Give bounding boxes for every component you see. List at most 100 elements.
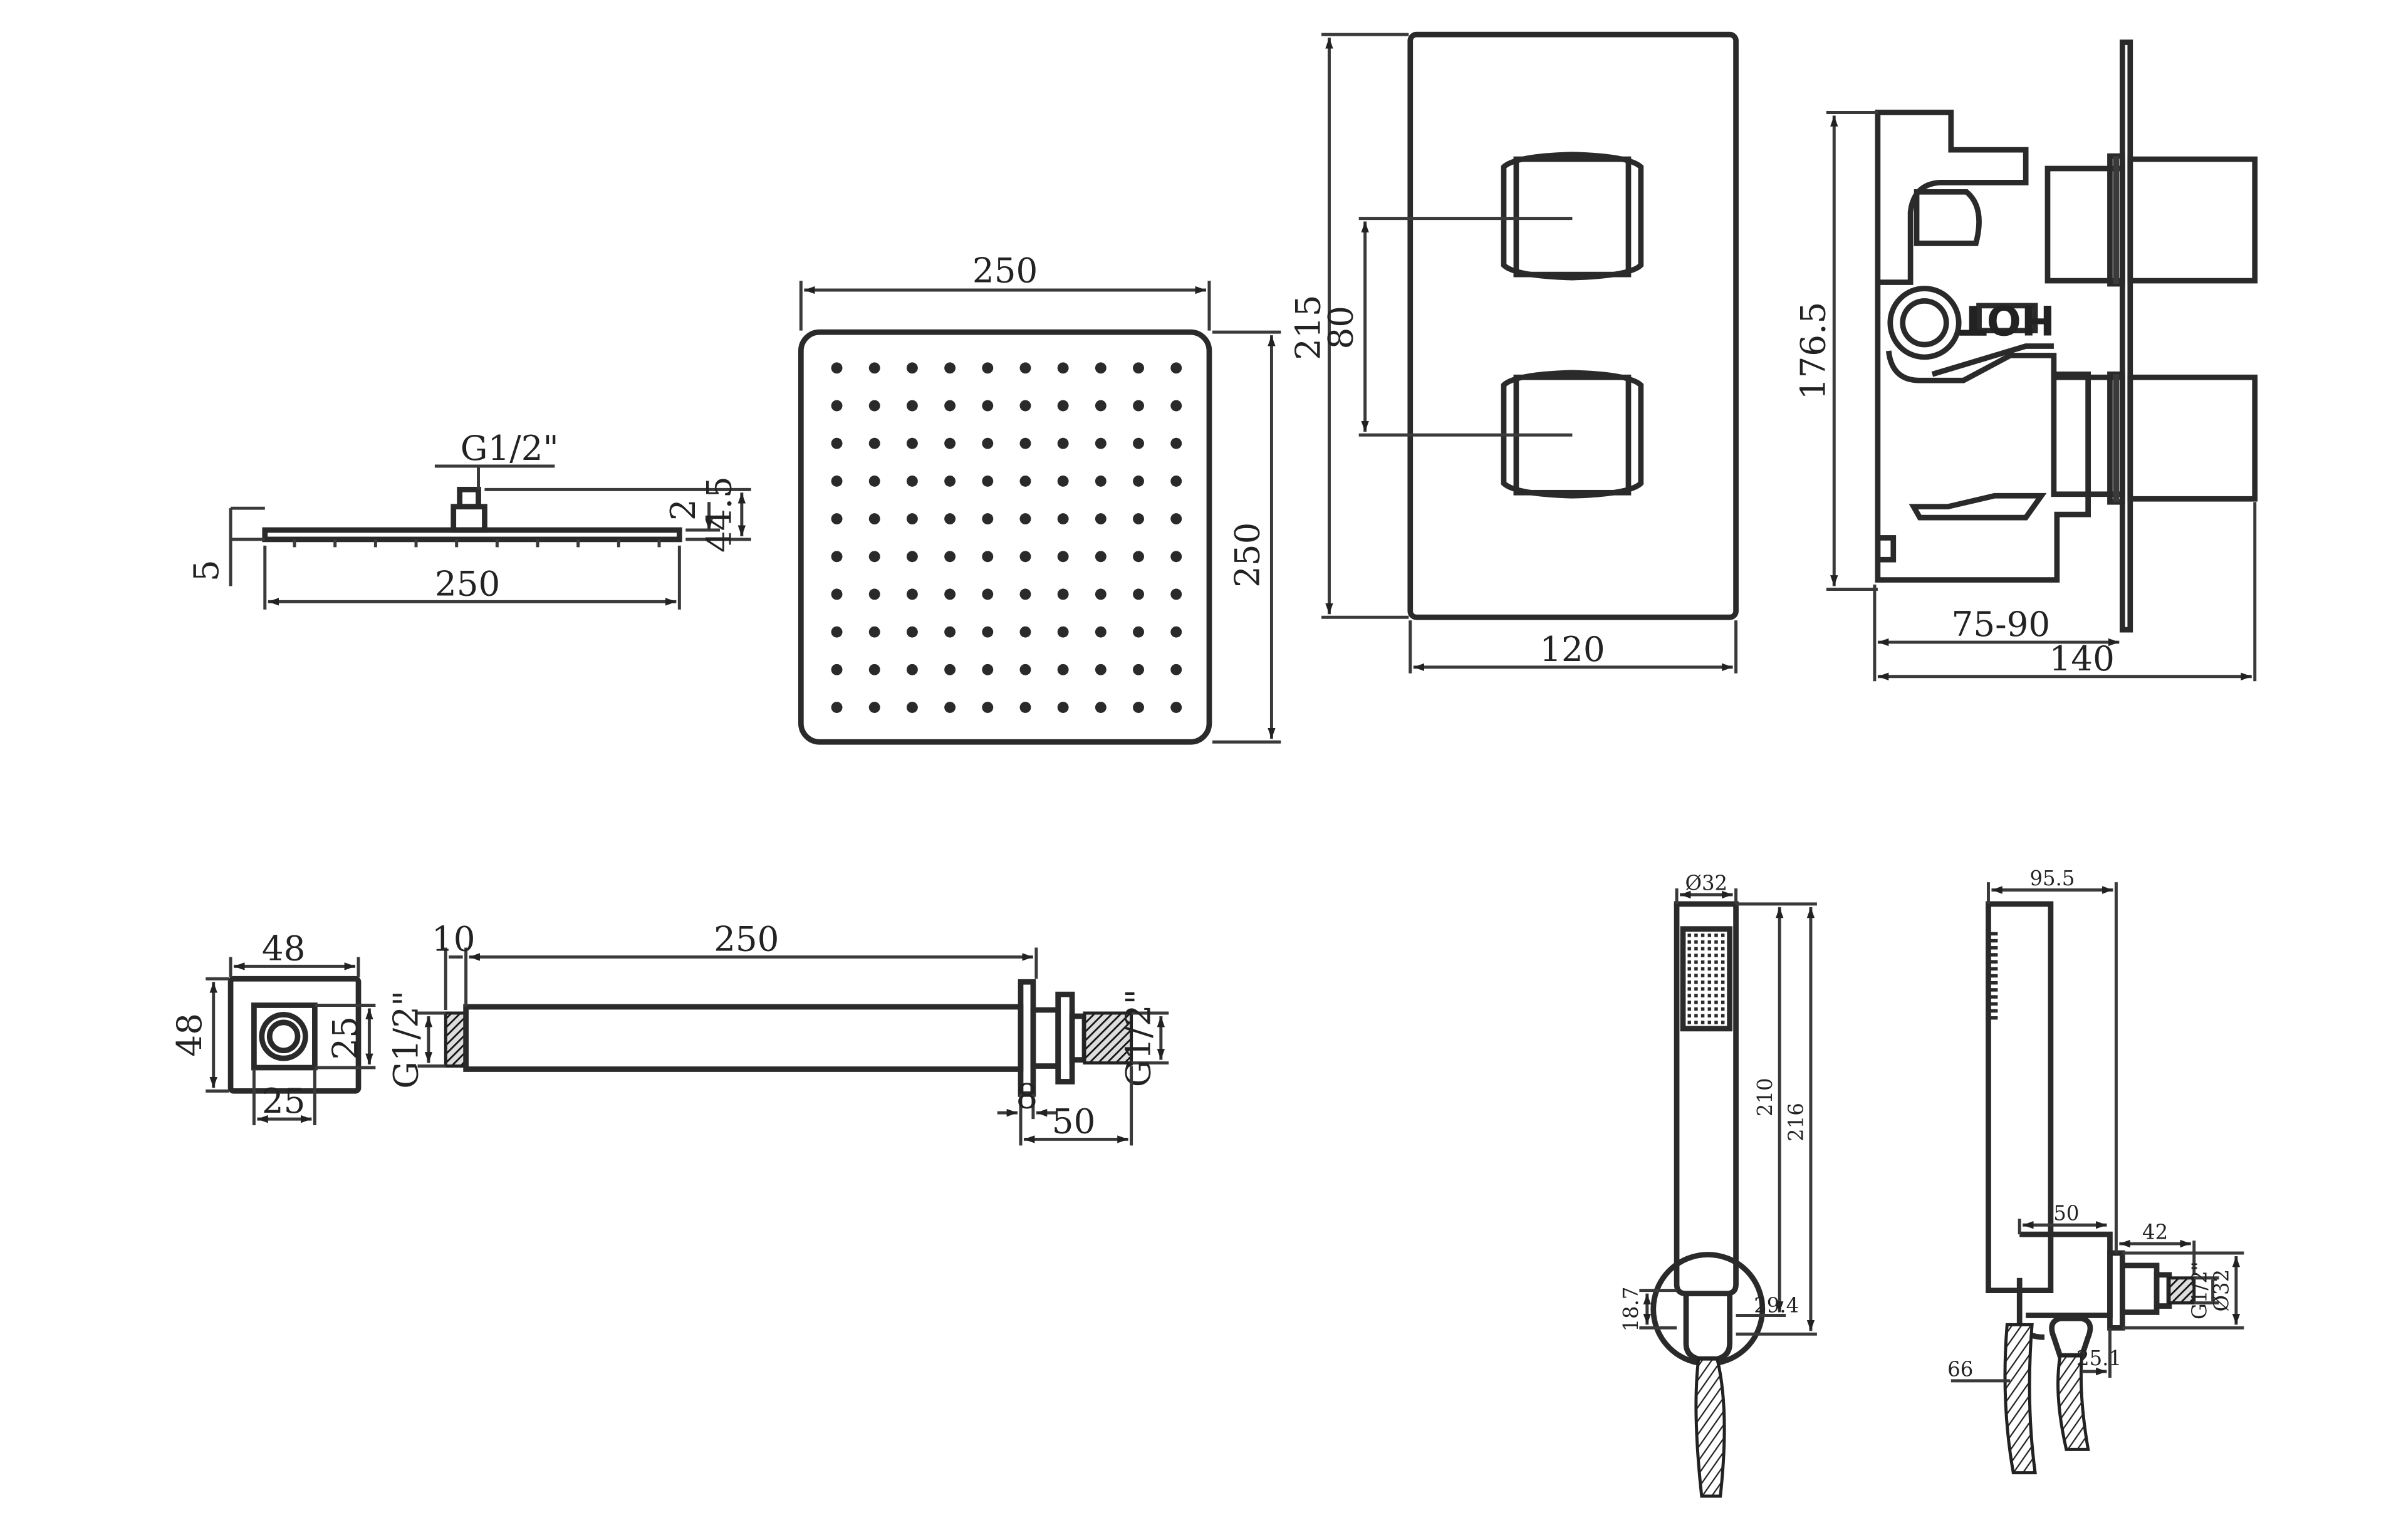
side-spray-nozzle bbox=[1988, 981, 1998, 985]
shower-head-width-label: 250 bbox=[435, 563, 500, 603]
valve-outlet-ring bbox=[1887, 286, 1962, 360]
spray-nozzle bbox=[1707, 960, 1712, 964]
spray-nozzle bbox=[1694, 1014, 1698, 1017]
spray-nozzle bbox=[1721, 1014, 1725, 1017]
outlet-nut bbox=[2153, 1272, 2172, 1309]
spray-nozzle bbox=[1707, 974, 1712, 977]
nozzle-dot bbox=[944, 400, 956, 412]
flange-square bbox=[227, 976, 362, 1094]
nozzle-dot bbox=[1019, 702, 1031, 713]
upper-control-handle bbox=[1501, 152, 1644, 281]
spray-nozzle bbox=[1700, 940, 1705, 944]
hot-label-box bbox=[1976, 303, 2038, 334]
spray-nozzle bbox=[1687, 967, 1691, 971]
valve-lever-upper bbox=[1931, 343, 2054, 377]
valve-wall-plate bbox=[2120, 39, 2133, 633]
nozzle-dot bbox=[868, 588, 880, 600]
spray-nozzle bbox=[1687, 994, 1691, 997]
spray-nozzle bbox=[1687, 1007, 1691, 1011]
handset-hose bbox=[1694, 1357, 1726, 1498]
spray-nozzle bbox=[1721, 981, 1725, 984]
nozzle-dot bbox=[1170, 437, 1182, 449]
nozzle-dot bbox=[831, 400, 843, 412]
spray-nozzle bbox=[1721, 960, 1725, 964]
valve-inner-port bbox=[1914, 189, 1982, 246]
side-spray-nozzle bbox=[1988, 960, 1998, 964]
spray-nozzle bbox=[1694, 940, 1698, 944]
nozzle-dot bbox=[1095, 400, 1107, 412]
nozzle-dot bbox=[1019, 400, 1031, 412]
arm-inlet-thread-label: G1/2" bbox=[386, 991, 426, 1089]
arm-outlet-thread bbox=[1083, 1011, 1133, 1065]
spray-nozzle bbox=[1714, 994, 1718, 997]
arm-washer bbox=[1069, 1013, 1088, 1063]
upper-cartridge-knob bbox=[2107, 153, 2258, 287]
spray-nozzle bbox=[1694, 987, 1698, 991]
nozzle-dot bbox=[831, 663, 843, 675]
nozzle-dot bbox=[1019, 437, 1031, 449]
spray-nozzle bbox=[1721, 974, 1725, 977]
spray-nozzle bbox=[1694, 1007, 1698, 1011]
lower-cartridge-knob bbox=[2107, 371, 2258, 505]
valve-faceplate bbox=[1407, 31, 1739, 620]
arm-nut-body bbox=[1030, 1007, 1061, 1069]
nozzle-dot bbox=[1133, 513, 1144, 525]
nozzle-dot bbox=[1019, 513, 1031, 525]
nozzle-dot bbox=[944, 588, 956, 600]
nozzle-dot bbox=[906, 626, 918, 638]
spray-nozzle bbox=[1714, 934, 1718, 937]
nozzle-dot bbox=[868, 663, 880, 675]
nozzle-dot bbox=[1133, 551, 1144, 563]
valve-body-upper bbox=[1875, 110, 2029, 285]
nozzle-dot bbox=[831, 551, 843, 563]
nozzle-dot bbox=[906, 551, 918, 563]
nozzle-dot bbox=[944, 551, 956, 563]
handset-total-label: 216 bbox=[1784, 1103, 1808, 1142]
valve-height-label: 215 bbox=[1288, 294, 1328, 360]
nozzle-dot bbox=[1019, 551, 1031, 563]
nozzle-dot bbox=[868, 437, 880, 449]
valve-side-view: HOT 176.5 75-90 140 bbox=[1793, 39, 2258, 682]
spray-nozzle bbox=[1721, 987, 1725, 991]
nozzle-dot bbox=[1095, 551, 1107, 563]
valve-width-label: 120 bbox=[1539, 629, 1605, 669]
nozzle-dot bbox=[1133, 362, 1144, 374]
arm-flange-dim-label: 10 bbox=[432, 918, 476, 959]
nozzle-dot bbox=[906, 475, 918, 487]
nozzle-dot bbox=[944, 513, 956, 525]
arm-tube bbox=[463, 1004, 1024, 1072]
spray-nozzle bbox=[1694, 1001, 1698, 1004]
side-spray-nozzle bbox=[1988, 1002, 1998, 1006]
nozzle-dot bbox=[1057, 400, 1069, 412]
nozzle-dot bbox=[1095, 702, 1107, 713]
spray-nozzle bbox=[1700, 1014, 1705, 1017]
nozzle-dot bbox=[831, 626, 843, 638]
nozzle-dot bbox=[868, 702, 880, 713]
nozzle-dot bbox=[1095, 475, 1107, 487]
spray-nozzle bbox=[1714, 981, 1718, 984]
nozzle-dot bbox=[906, 362, 918, 374]
spray-nozzle bbox=[1721, 1001, 1725, 1004]
spray-nozzle bbox=[1687, 960, 1691, 964]
nozzle-dot bbox=[831, 362, 843, 374]
spray-nozzle bbox=[1694, 994, 1698, 997]
valve-depth-range-label: 75-90 bbox=[1952, 604, 2051, 644]
arm-inlet-thread bbox=[444, 1011, 468, 1068]
spray-nozzle bbox=[1707, 994, 1712, 997]
spray-nozzle bbox=[1694, 947, 1698, 950]
handset-side-view: 95.5 50 42 G1/2" Ø32 66 25.1 bbox=[1947, 866, 2244, 1475]
spray-nozzle bbox=[1721, 1007, 1725, 1011]
nozzle-dot bbox=[1057, 588, 1069, 600]
spray-nozzle bbox=[1687, 1001, 1691, 1004]
nozzle-dot bbox=[944, 362, 956, 374]
arm-tail-label: 50 bbox=[1052, 1101, 1096, 1141]
handset-spray-grid bbox=[1687, 934, 1725, 1024]
spray-nozzle bbox=[1707, 1014, 1712, 1017]
spray-nozzle bbox=[1707, 981, 1712, 984]
spray-nozzle bbox=[1694, 981, 1698, 984]
side-hose-right bbox=[2056, 1354, 2090, 1451]
spray-nozzle bbox=[1687, 974, 1691, 977]
nozzle-dot bbox=[982, 702, 994, 713]
spray-nozzle bbox=[1694, 934, 1698, 937]
spray-nozzle bbox=[1700, 960, 1705, 964]
